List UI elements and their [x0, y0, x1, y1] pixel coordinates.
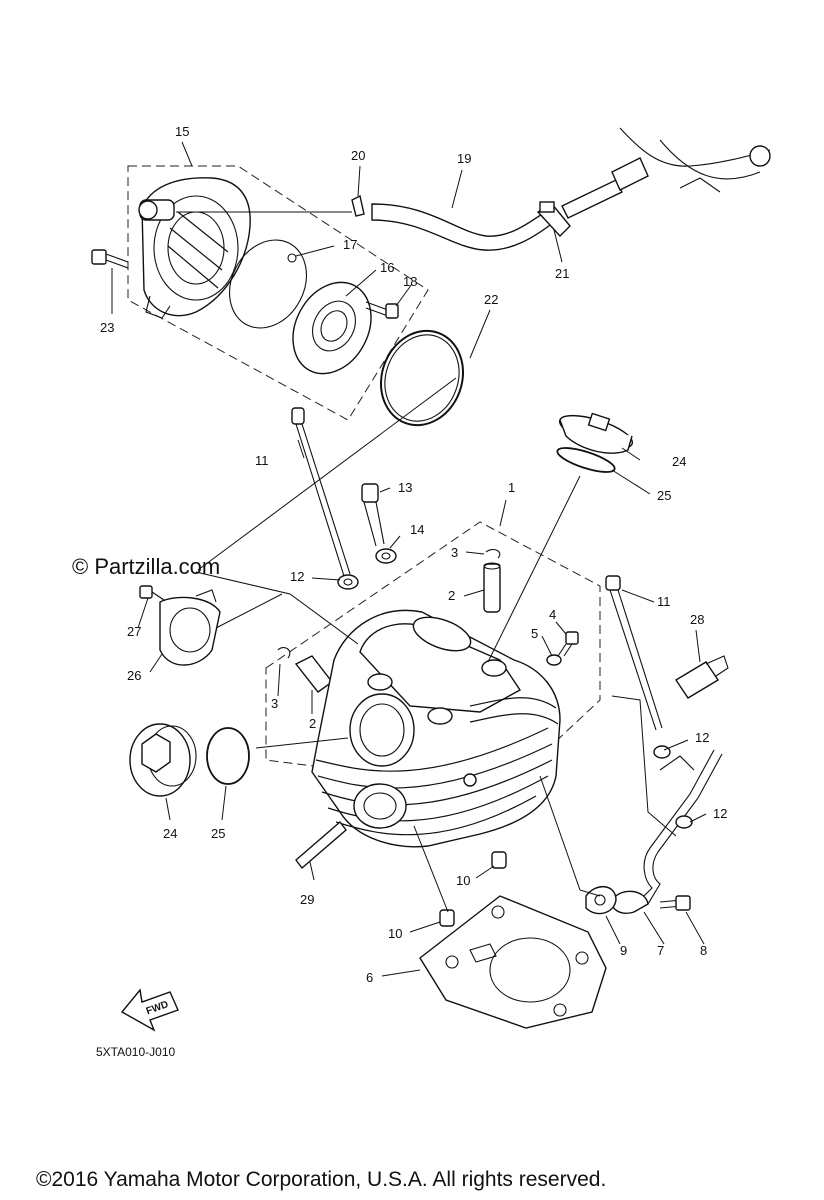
part-26-intake-joint: [159, 589, 221, 666]
callout-24-lower: 24: [163, 826, 177, 841]
part-25-o-ring-upper: [556, 447, 616, 473]
callout-12-right-upper: 12: [695, 730, 709, 745]
callout-27: 27: [127, 624, 141, 639]
part-21-union: [536, 201, 571, 238]
callout-29: 29: [300, 892, 314, 907]
part-12-washer-left: [337, 574, 359, 590]
part-5-washer: [546, 654, 562, 666]
callout-12-left: 12: [290, 569, 304, 584]
part-15-cover-housing: [138, 177, 251, 319]
callout-26: 26: [127, 668, 141, 683]
callout-2-lower: 2: [309, 716, 316, 731]
callout-17: 17: [343, 237, 357, 252]
callout-25-upper: 25: [657, 488, 671, 503]
callout-7: 7: [657, 943, 664, 958]
part-8-bolt: [659, 895, 691, 911]
part-13-bolt: [361, 483, 385, 547]
part-29-stud: [295, 820, 347, 870]
callout-14: 14: [410, 522, 424, 537]
callout-19: 19: [457, 151, 471, 166]
part-7-oil-pipe: [611, 749, 723, 914]
part-10-dowel-upper: [491, 851, 507, 869]
callout-24-upper: 24: [672, 454, 686, 469]
part-24-cap-upper: [558, 412, 634, 454]
part-12-washer-right-lower: [675, 815, 693, 829]
callout-6: 6: [366, 970, 373, 985]
oil-pipe-upper: [561, 127, 771, 219]
part-11-stud-bolt-left: [291, 407, 351, 577]
callout-11-left: 11: [255, 453, 269, 468]
part-12-washer-right-upper: [653, 745, 671, 759]
callout-28: 28: [690, 612, 704, 627]
copyright-notice: ©2016 Yamaha Motor Corporation, U.S.A. A…: [36, 1168, 606, 1191]
part-2-valve-guide-lower: [294, 655, 333, 693]
part-23-bolt: [91, 249, 129, 269]
part-11-stud-bolt-right: [605, 575, 663, 731]
callout-25-lower: 25: [211, 826, 225, 841]
fwd-direction-arrow: FWD: [120, 988, 179, 1032]
callout-11-right: 11: [657, 594, 671, 609]
callout-9: 9: [620, 943, 627, 958]
callout-18: 18: [403, 274, 417, 289]
callout-22: 22: [484, 292, 498, 307]
part-22-o-ring: [379, 329, 465, 427]
callout-2-upper: 2: [448, 588, 455, 603]
part-16-plate: [292, 281, 372, 375]
callout-20: 20: [351, 148, 365, 163]
callout-16: 16: [380, 260, 394, 275]
callout-12-right-lower: 12: [713, 806, 727, 821]
part-24-cap-lower: [129, 723, 197, 797]
part-17-gasket: [229, 239, 307, 329]
part-1-cylinder-head: [311, 609, 561, 848]
part-4-bolt: [557, 631, 579, 657]
part-3-circlip-lower: [277, 647, 291, 659]
part-18-bolt: [365, 301, 399, 319]
diagram-code: 5XTA010-J010: [96, 1045, 175, 1059]
part-14-washer: [375, 548, 397, 564]
callout-8: 8: [700, 943, 707, 958]
partzilla-watermark: © Partzilla.com: [72, 554, 220, 579]
callout-13: 13: [398, 480, 412, 495]
part-10-dowel-lower: [439, 909, 455, 927]
part-19-hose: [371, 203, 555, 251]
callout-21: 21: [555, 266, 569, 281]
callout-23: 23: [100, 320, 114, 335]
part-2-valve-guide-upper: [483, 562, 501, 613]
callout-5: 5: [531, 626, 538, 641]
callout-1: 1: [508, 480, 515, 495]
part-28-spark-plug: [675, 655, 729, 699]
assembly-1-dashed-outline: [265, 521, 601, 791]
part-9-gasket: [585, 886, 617, 915]
callout-3-upper: 3: [451, 545, 458, 560]
part-25-o-ring-lower: [206, 727, 250, 785]
part-6-head-gasket: [419, 895, 607, 1029]
callout-3-lower: 3: [271, 696, 278, 711]
callout-4: 4: [549, 607, 556, 622]
callout-10-lower: 10: [388, 926, 402, 941]
part-20-clip: [351, 194, 365, 217]
callout-15: 15: [175, 124, 189, 139]
callout-10-upper: 10: [456, 873, 470, 888]
part-3-circlip-upper: [485, 549, 501, 559]
